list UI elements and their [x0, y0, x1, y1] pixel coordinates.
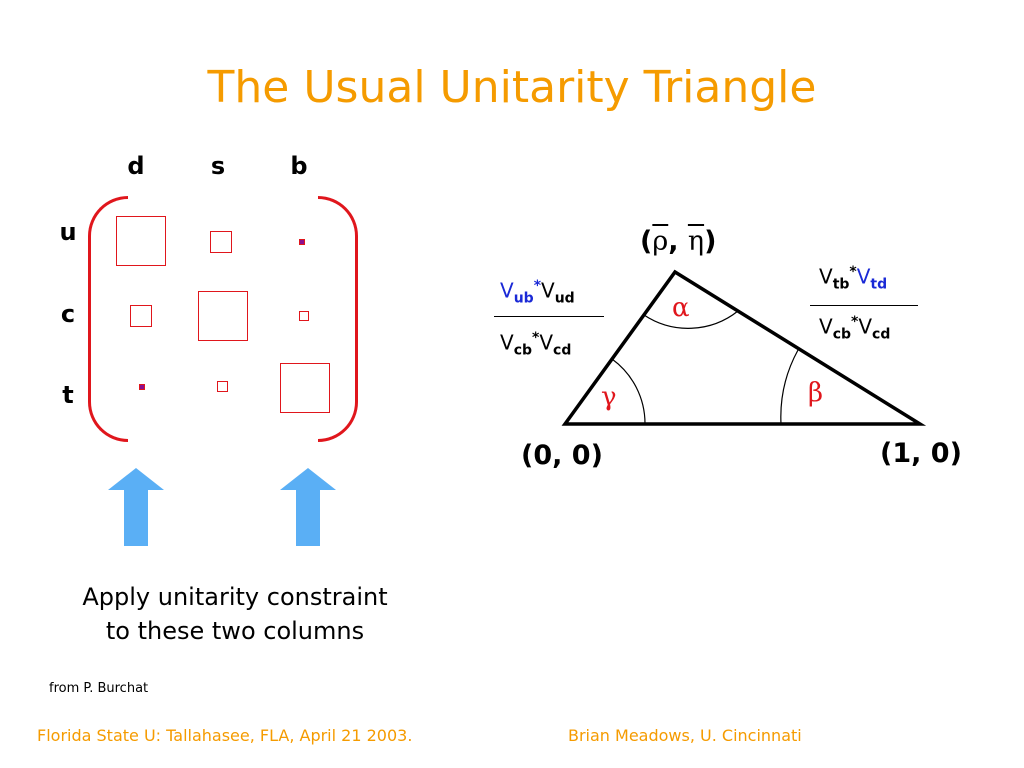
alpha-arc	[643, 310, 739, 329]
up-arrow-b-column	[280, 468, 336, 546]
row-label-c: c	[60, 300, 76, 328]
matrix-cell-td	[139, 384, 145, 390]
apex-label: (ρ, η)	[640, 226, 717, 257]
unit-point-label: (1, 0)	[880, 438, 962, 469]
triangle-outline	[561, 269, 927, 426]
origin-point-label: (0, 0)	[521, 440, 603, 471]
footer-venue: Florida State U: Tallahasee, FLA, April …	[37, 726, 413, 745]
caption-line-1: Apply unitarity constraint	[82, 583, 388, 611]
matrix-cell-ts	[217, 381, 228, 392]
right-ratio-denominator: Vcb*Vcd	[819, 314, 891, 343]
gamma-label: γ	[601, 382, 617, 412]
beta-label: β	[808, 378, 824, 408]
column-label-b: b	[290, 152, 308, 180]
left-ratio-numerator: Vub*Vud	[500, 278, 575, 307]
eta-bar: η	[687, 226, 705, 257]
beta-arc	[780, 349, 799, 425]
up-arrow-d-column	[108, 468, 164, 546]
matrix-cell-ub	[299, 239, 305, 245]
left-ratio-denominator: Vcb*Vcd	[500, 330, 572, 359]
unitarity-caption: Apply unitarity constraint to these two …	[40, 580, 430, 648]
column-label-d: d	[127, 152, 145, 180]
row-label-u: u	[59, 218, 77, 246]
matrix-cell-tb	[280, 363, 330, 413]
rho-bar: ρ	[652, 226, 669, 257]
column-label-s: s	[210, 152, 226, 180]
matrix-cell-ud	[116, 216, 166, 266]
slide-title: The Usual Unitarity Triangle	[207, 62, 817, 113]
right-ratio-fraction-line	[810, 305, 918, 306]
right-ratio-numerator: Vtb*Vtd	[819, 264, 888, 293]
matrix-cell-cs	[198, 291, 248, 341]
matrix-cell-cb	[299, 311, 309, 321]
matrix-cell-cd	[130, 305, 152, 327]
gamma-arc	[611, 358, 646, 425]
row-label-t: t	[62, 381, 74, 409]
matrix-cell-us	[210, 231, 232, 253]
caption-line-2: to these two columns	[105, 617, 365, 645]
alpha-label: α	[672, 293, 690, 323]
footer-author: Brian Meadows, U. Cincinnati	[568, 726, 802, 745]
left-ratio-fraction-line	[494, 316, 604, 317]
source-credit: from P. Burchat	[49, 681, 149, 696]
